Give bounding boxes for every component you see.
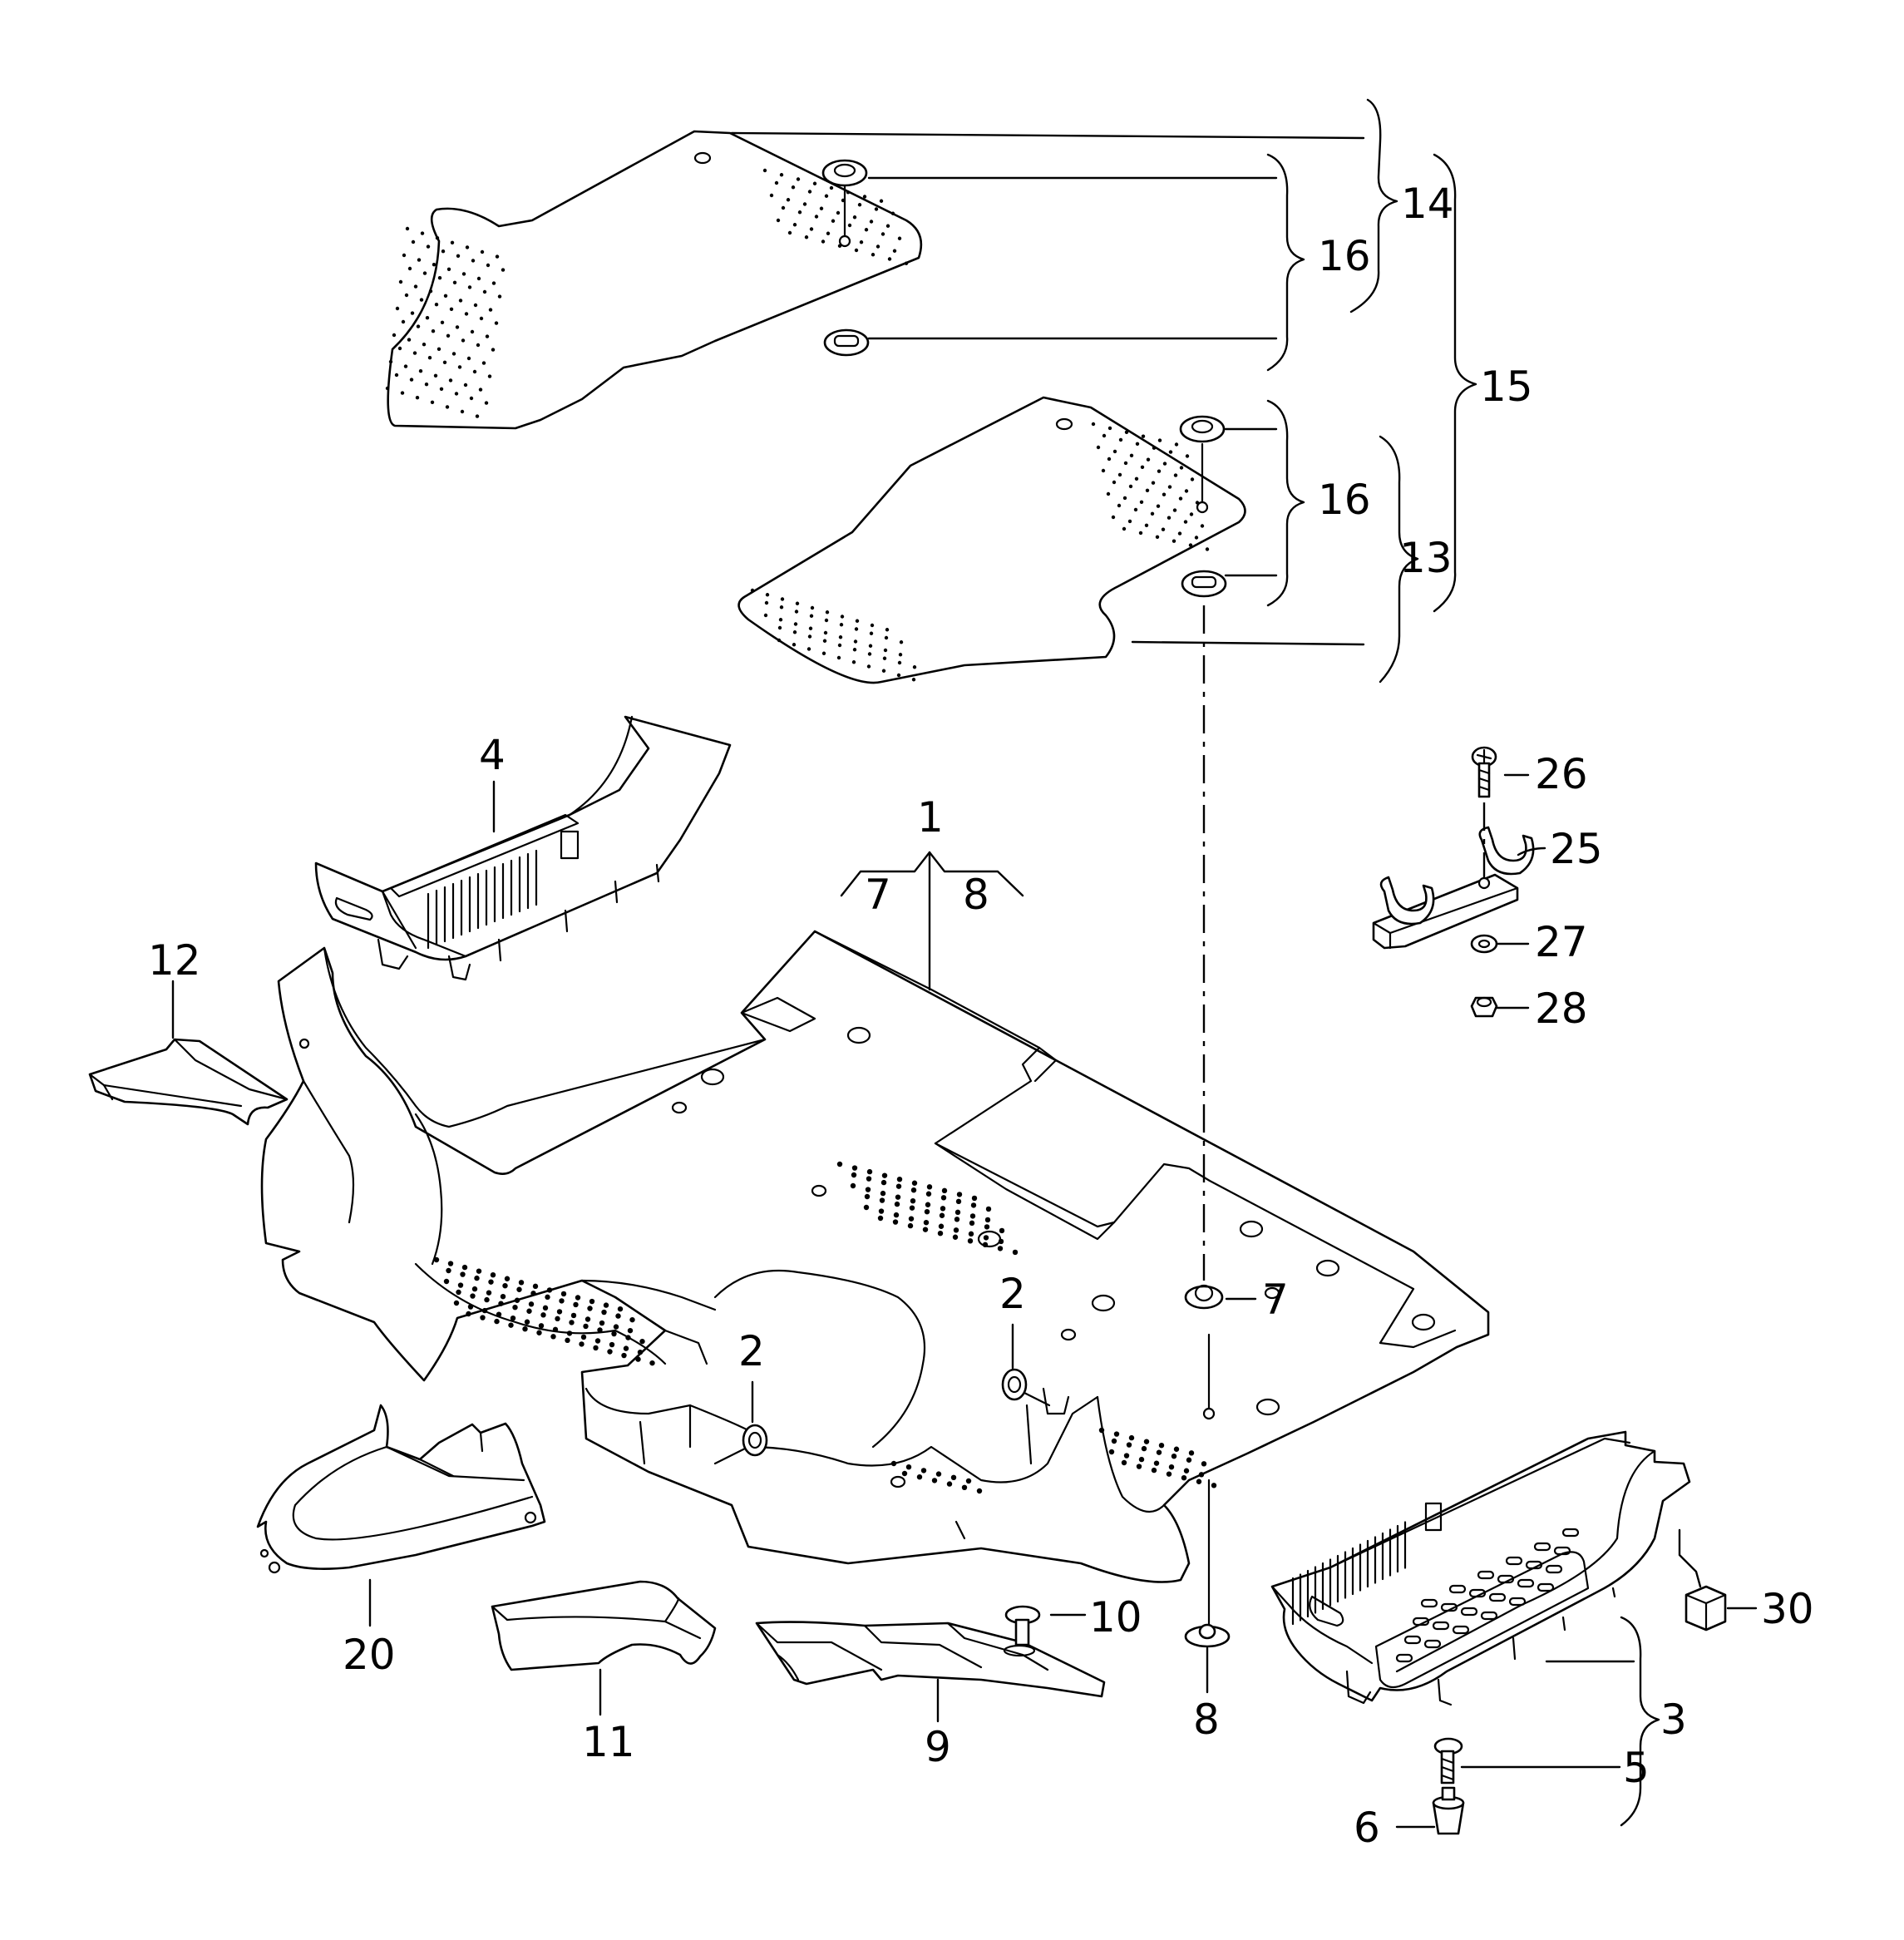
callout-3: 3 <box>1660 1696 1687 1744</box>
callout-25: 25 <box>1550 825 1603 873</box>
callout-8-floor: 8 <box>1193 1696 1220 1744</box>
part-14-front-floor-mat <box>385 130 923 430</box>
callout-1: 1 <box>917 793 944 842</box>
tray-3-studs <box>1395 1528 1580 1663</box>
callout-7-top: 7 <box>865 871 891 919</box>
callout-11: 11 <box>582 1718 635 1766</box>
part-5-screw <box>1433 1737 1463 1785</box>
part-11-duct <box>491 1580 717 1671</box>
callout-labels: 14 16 15 16 13 4 1 7 8 12 26 25 27 28 2 … <box>148 180 1814 1852</box>
callout-4: 4 <box>479 731 506 779</box>
callout-5: 5 <box>1623 1744 1650 1792</box>
callout-2-left: 2 <box>738 1327 765 1375</box>
callout-16-upper: 16 <box>1318 232 1371 280</box>
callout-13: 13 <box>1399 534 1453 582</box>
callout-8-top: 8 <box>963 871 989 919</box>
part-1-floor-covering <box>260 930 1490 1583</box>
callout-2-right: 2 <box>999 1270 1026 1318</box>
mat-13-texture <box>750 422 1210 682</box>
callout-6: 6 <box>1354 1804 1380 1852</box>
callout-9: 9 <box>925 1723 951 1771</box>
part-3-right-tray <box>1270 1430 1691 1706</box>
callout-10: 10 <box>1089 1593 1142 1641</box>
part-20-cover <box>256 1404 546 1574</box>
tray-4-grille <box>427 849 538 950</box>
callout-7-floor: 7 <box>1262 1276 1289 1324</box>
part-26-screw <box>1471 746 1497 877</box>
mat-14-texture <box>385 168 909 418</box>
part-12-duct <box>88 1038 289 1126</box>
part-9-duct <box>755 1621 1106 1698</box>
part-7-floor-clip <box>1184 1284 1224 1420</box>
callout-26: 26 <box>1535 750 1588 798</box>
part-16-mat-clips <box>821 159 1227 598</box>
part-4-left-tray <box>314 715 732 981</box>
part-30-block <box>1684 1585 1727 1631</box>
callout-15: 15 <box>1480 363 1533 411</box>
callout-12: 12 <box>148 936 201 985</box>
part-27-washer <box>1470 934 1498 954</box>
floor-covering-texture <box>433 1161 1217 1494</box>
callout-14: 14 <box>1401 180 1454 228</box>
part-8-retainer <box>1184 1478 1231 1648</box>
part-6-cap <box>1432 1786 1465 1835</box>
part-13-rear-floor-mat <box>737 396 1246 684</box>
part-28-nut <box>1470 996 1498 1018</box>
callout-27: 27 <box>1535 918 1588 966</box>
callout-16-lower: 16 <box>1318 476 1371 524</box>
part-10-clip <box>1003 1605 1041 1657</box>
callout-20: 20 <box>343 1631 396 1679</box>
leader-lines <box>171 98 1758 1829</box>
callout-30: 30 <box>1761 1585 1814 1633</box>
part-2-fasteners <box>713 1368 1051 1465</box>
callout-28: 28 <box>1535 985 1588 1033</box>
tray-3-grille <box>1291 1521 1407 1626</box>
part-25-bracket <box>1372 826 1535 950</box>
